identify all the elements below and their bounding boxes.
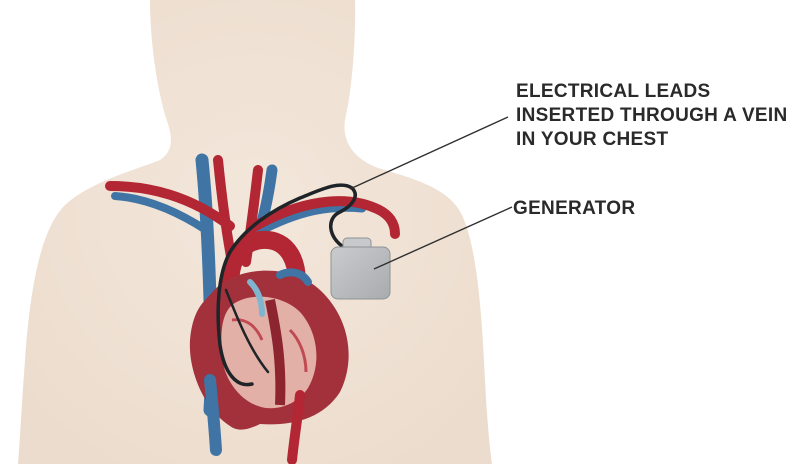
leads-label-line-2: INSERTED THROUGH A VEIN	[516, 104, 788, 128]
leads-label: ELECTRICAL LEADS INSERTED THROUGH A VEIN…	[516, 80, 788, 152]
leads-label-line-1: ELECTRICAL LEADS	[516, 80, 788, 104]
generator-label: GENERATOR	[513, 197, 635, 221]
inferior-vena-cava	[210, 380, 216, 450]
leads-label-line-3: IN YOUR CHEST	[516, 128, 788, 152]
leads-pointer-line	[350, 117, 508, 189]
pacemaker-generator	[331, 238, 390, 299]
